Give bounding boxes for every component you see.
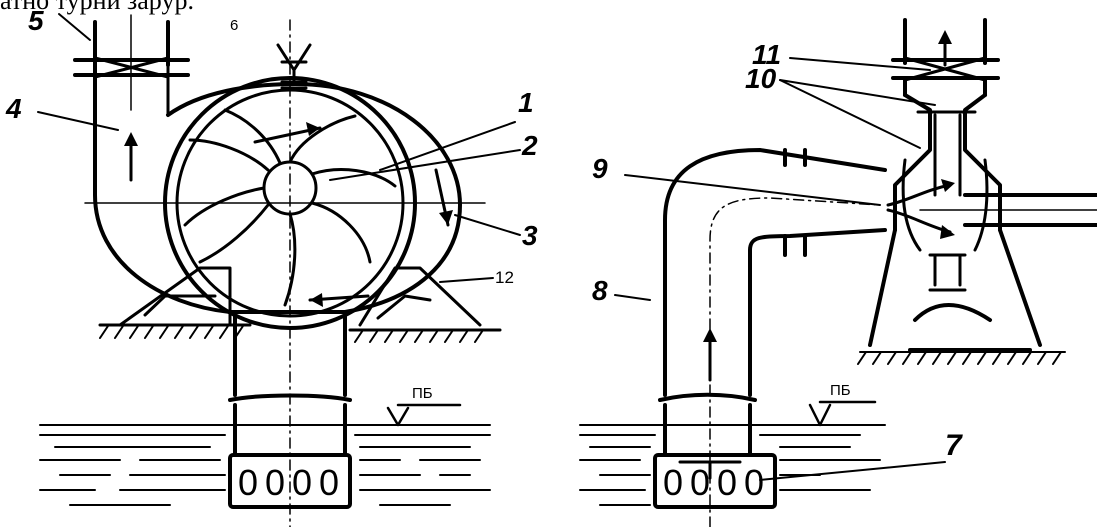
flow-arrow-up-pipe (703, 328, 717, 382)
axial-pump-figure (579, 18, 1097, 527)
water-level-label-left: ПБ (412, 385, 433, 402)
label-12: 12 (495, 268, 514, 287)
ground-hatch-left (99, 325, 484, 343)
strainer-slot: 0 (292, 462, 312, 503)
volute-casing (93, 63, 462, 314)
label-7: 7 (945, 429, 963, 462)
water-level-label-right: ПБ (830, 382, 851, 399)
suction-pipe-left (228, 310, 352, 457)
label-6: 6 (230, 17, 238, 34)
ground-hatch-right (857, 351, 1066, 365)
label-8: 8 (592, 275, 608, 306)
label-1: 1 (518, 87, 534, 118)
pump-supports (98, 266, 502, 332)
label-9: 9 (592, 153, 608, 184)
guide-vanes (901, 110, 989, 292)
pump-shaft (919, 193, 1097, 227)
water-surface-right (579, 424, 886, 506)
water-surface-left (39, 424, 491, 506)
label-4: 4 (5, 93, 22, 124)
strainer-slot: 0 (319, 462, 339, 503)
label-3: 3 (522, 220, 538, 251)
strainer-slots-right: 0 0 0 0 (663, 462, 764, 503)
discharge-valve-right (903, 56, 987, 82)
strainer-slot: 0 (265, 462, 285, 503)
strainer-slot: 0 (238, 462, 258, 503)
flow-arrow-up-right (938, 30, 952, 67)
label-5: 5 (28, 5, 44, 36)
flow-arrows-right (886, 179, 955, 239)
labels-right: 11 10 9 8 7 ПБ 0 0 0 0 (592, 39, 963, 503)
elbow-center-line (709, 197, 881, 527)
elbow-suction-pipe (658, 148, 887, 457)
labels-left: 5 6 4 1 2 3 12 ПБ 0 0 0 0 (5, 5, 538, 503)
label-10: 10 (745, 63, 777, 94)
axial-pump-casing (868, 93, 1042, 352)
centrifugal-pump-figure (37, 13, 521, 527)
leader-lines-right (614, 57, 946, 481)
water-level-marker-left (386, 403, 462, 427)
water-level-marker-right (808, 400, 877, 427)
center-lines-left (84, 14, 486, 527)
label-11: 11 (752, 39, 781, 70)
leader-lines-left (37, 13, 521, 283)
foot-valve (678, 460, 742, 480)
priming-valve (276, 43, 312, 90)
label-2: 2 (521, 130, 538, 161)
strainer-box-left (228, 453, 352, 509)
flow-arrows-left (124, 122, 453, 307)
strainer-slots-left: 0 0 0 0 (238, 462, 339, 503)
strainer-slot: 0 (663, 462, 683, 503)
impeller-blades (183, 108, 397, 307)
strainer-slot: 0 (744, 462, 764, 503)
strainer-slot: 0 (690, 462, 710, 503)
header-text: атно турни зарур. (0, 0, 194, 15)
strainer-slot: 0 (717, 462, 737, 503)
strainer-box-right (653, 453, 777, 509)
